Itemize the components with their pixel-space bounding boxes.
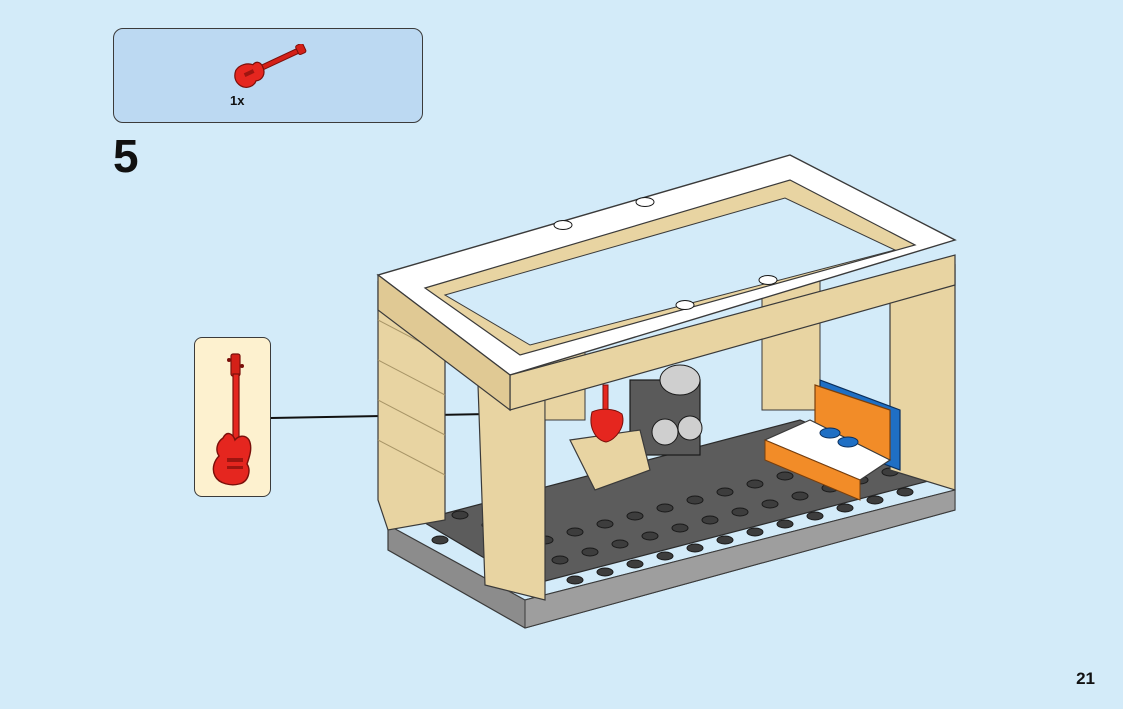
front-left-pillar <box>478 385 545 600</box>
guitar-on-stand <box>591 385 623 442</box>
page-number: 21 <box>1076 669 1095 689</box>
